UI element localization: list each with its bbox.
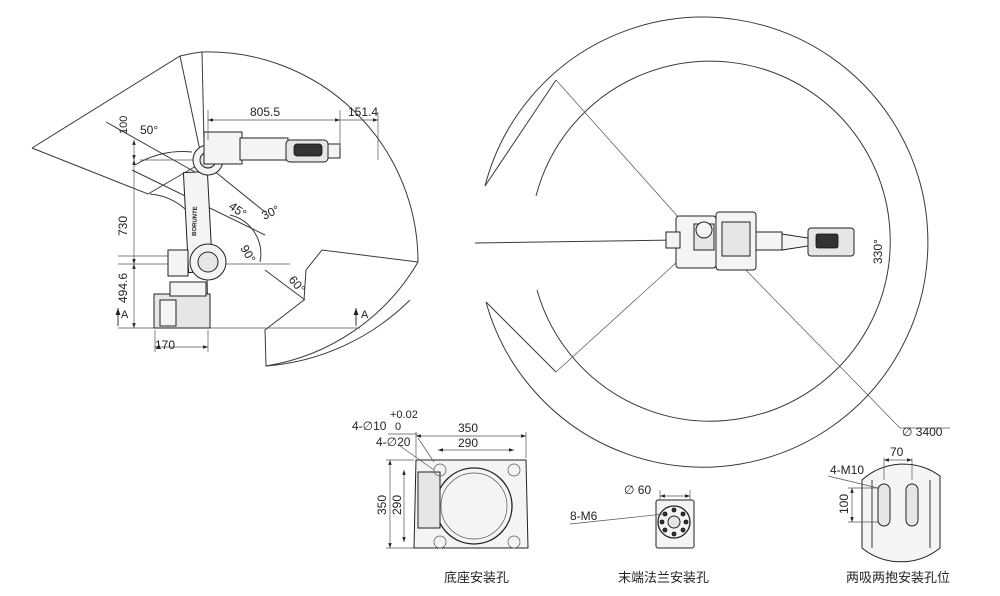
base-detail: 4-∅10 +0.02 0 4-∅20 350 290 350 290 底座安装… [352,409,529,586]
suction-height: 100 [837,494,851,514]
dim-494: 494.6 [116,273,130,303]
suction-caption: 两吸两抱安装孔位 [846,570,950,586]
base-width-inner: 290 [458,436,478,450]
angle-30: 30° [259,202,282,222]
flange-thread-spec: 8-M6 [570,509,598,523]
suction-thread-spec: 4-M10 [830,463,864,477]
base-hole-spec: 4-∅10 [352,419,387,433]
top-view: 330° ∅ 3400 [474,16,950,468]
base-hole-spec2: 4-∅20 [376,435,411,449]
flange-holes [659,507,689,537]
flange-detail: ∅ 60 8-M6 末端法兰安装孔 [569,483,709,586]
angle-50: 50° [140,123,158,137]
section-mark-left: A [121,309,129,321]
brand-label: BORUNTE [192,206,199,236]
base-tol-upper: +0.02 [390,409,418,421]
diameter-label: ∅ 3400 [902,425,943,439]
side-robot-body: BORUNTE [153,131,341,329]
suction-width: 70 [890,445,904,459]
base-height-inner: 290 [390,495,404,515]
base-tol-lower: 0 [395,421,401,433]
top-robot-body [665,211,855,271]
angle-90: 90° [237,243,258,266]
top-workspace-envelope [474,16,950,468]
dim-170: 170 [155,338,175,352]
section-mark-right: A [361,309,369,321]
dim-730: 730 [116,216,130,236]
dim-151: 151.4 [348,105,378,119]
dim-100: 100 [118,116,130,134]
flange-diameter: ∅ 60 [624,483,651,497]
side-view: BORUNTE 805.5 151.4 100 730 494.6 170 50… [31,51,419,367]
dim-805: 805.5 [250,105,280,119]
base-height-outer: 350 [375,495,389,515]
base-width-outer: 350 [458,421,478,435]
suction-detail: 70 4-M10 100 两吸两抱安装孔位 [827,445,950,586]
flange-caption: 末端法兰安装孔 [618,571,709,586]
rotation-label: 330° [871,239,885,264]
base-caption: 底座安装孔 [444,570,509,586]
